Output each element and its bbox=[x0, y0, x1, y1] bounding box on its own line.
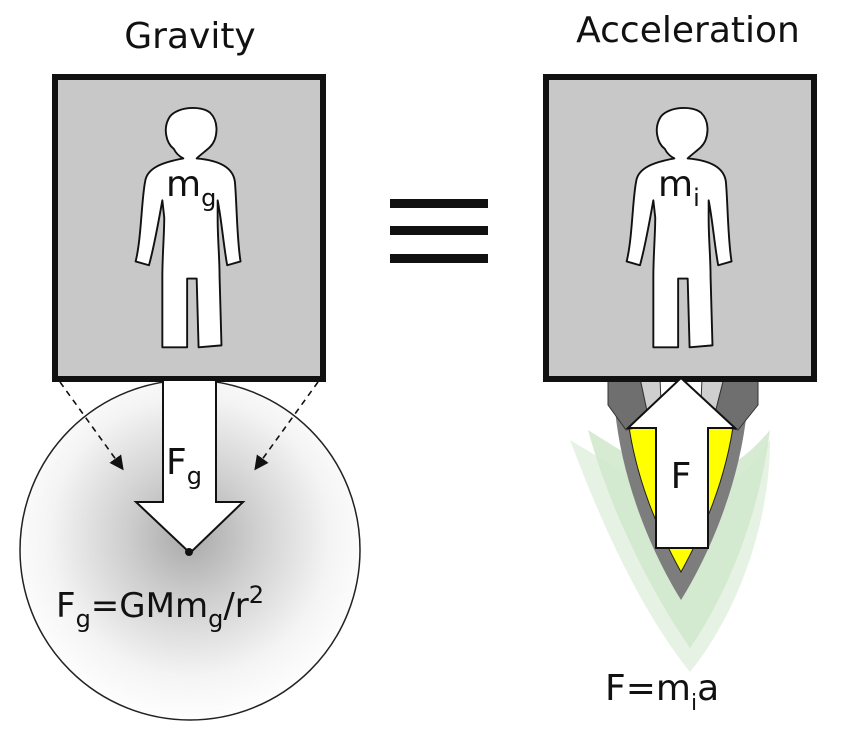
acceleration-title: Acceleration bbox=[576, 10, 800, 51]
acceleration-equation: F=mia bbox=[605, 668, 719, 716]
acceleration-force-arrow bbox=[625, 376, 738, 549]
field-line-left bbox=[59, 381, 124, 471]
equiv-bar-top bbox=[390, 199, 488, 208]
equivalence-symbol bbox=[390, 199, 488, 263]
equiv-bar-bottom bbox=[390, 254, 488, 263]
planet-center-dot bbox=[185, 548, 193, 556]
gravity-force-label: Fg bbox=[166, 442, 202, 490]
acceleration-mass-label: mi bbox=[658, 164, 700, 212]
gravity-mass-label: mg bbox=[166, 164, 216, 212]
gravity-force-arrow bbox=[133, 379, 246, 555]
equiv-bar-middle bbox=[390, 226, 488, 235]
equivalence-symbol-text: ≡ bbox=[439, 239, 440, 241]
acceleration-force-label: F bbox=[671, 456, 692, 497]
field-line-right bbox=[254, 381, 319, 471]
gravity-equation: Fg=GMmg/r2 bbox=[56, 581, 264, 633]
gravity-title: Gravity bbox=[124, 16, 255, 57]
